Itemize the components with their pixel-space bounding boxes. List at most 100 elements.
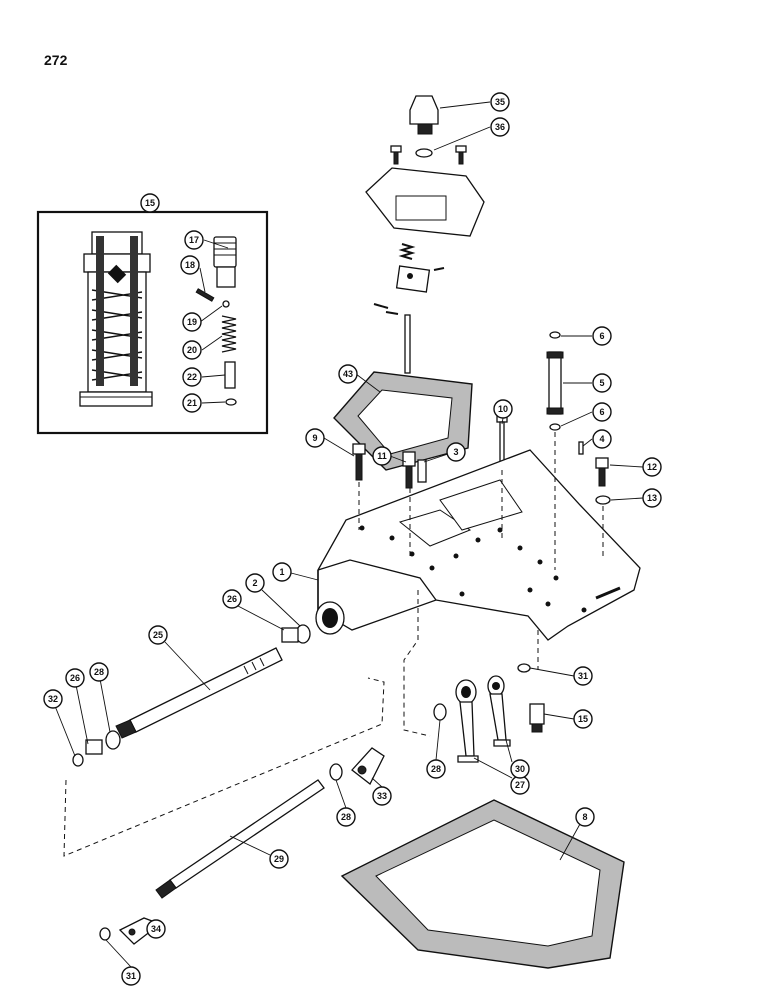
callout-28-left: 28 <box>89 662 109 682</box>
callout-5: 5 <box>592 373 612 393</box>
part-15-valve <box>529 703 545 733</box>
svg-text:9: 9 <box>312 433 317 443</box>
svg-text:8: 8 <box>582 812 587 822</box>
part-33-lever <box>351 747 385 785</box>
svg-text:5: 5 <box>599 378 604 388</box>
part-26-bushing-lower <box>85 739 103 755</box>
svg-text:15: 15 <box>145 198 155 208</box>
callout-21: 21 <box>182 393 202 413</box>
callout-19: 19 <box>182 312 202 332</box>
svg-text:12: 12 <box>647 462 657 472</box>
part-25-shaft <box>115 647 283 739</box>
svg-text:18: 18 <box>185 260 195 270</box>
callout-2: 2 <box>245 573 265 593</box>
callouts: 35 36 15 17 18 19 20 22 21 6 5 43 10 6 4… <box>43 92 662 986</box>
cover-plate <box>365 167 485 237</box>
svg-text:25: 25 <box>153 630 163 640</box>
valve-cross-section <box>79 231 153 407</box>
callout-10: 10 <box>493 399 513 419</box>
callout-18: 18 <box>180 255 200 275</box>
page-number: 272 <box>44 52 68 68</box>
svg-text:6: 6 <box>599 331 604 341</box>
svg-text:28: 28 <box>431 764 441 774</box>
svg-text:36: 36 <box>495 122 505 132</box>
callout-27: 27 <box>510 775 530 795</box>
callout-26-lower: 26 <box>65 668 85 688</box>
svg-text:4: 4 <box>599 434 604 444</box>
part-29-shaft <box>155 779 325 899</box>
part-27-lever <box>455 679 479 763</box>
part-28-clip-upper <box>105 730 121 750</box>
part-1-housing <box>315 449 641 641</box>
svg-text:2: 2 <box>252 578 257 588</box>
callout-31-right: 31 <box>573 666 593 686</box>
callout-20: 20 <box>182 340 202 360</box>
cover-assembly <box>365 95 485 374</box>
svg-text:3: 3 <box>453 447 458 457</box>
callout-29: 29 <box>269 849 289 869</box>
callout-6-top: 6 <box>592 326 612 346</box>
svg-text:43: 43 <box>343 369 353 379</box>
callout-13: 13 <box>642 488 662 508</box>
svg-text:19: 19 <box>187 317 197 327</box>
part-8-gasket <box>340 799 625 969</box>
part-28-clip-mid <box>433 703 447 721</box>
svg-text:29: 29 <box>274 854 284 864</box>
svg-text:11: 11 <box>377 451 387 461</box>
callout-15-inset: 15 <box>140 193 160 213</box>
callout-6-mid: 6 <box>592 402 612 422</box>
svg-text:28: 28 <box>94 667 104 677</box>
part-43-gasket <box>333 371 473 471</box>
callout-25: 25 <box>148 625 168 645</box>
callout-32: 32 <box>43 689 63 709</box>
svg-text:33: 33 <box>377 791 387 801</box>
part-22-plunger <box>224 361 236 389</box>
svg-text:35: 35 <box>495 97 505 107</box>
svg-text:20: 20 <box>187 345 197 355</box>
callout-31-lower: 31 <box>121 966 141 986</box>
callout-36: 36 <box>490 117 510 137</box>
callout-8: 8 <box>575 807 595 827</box>
svg-text:34: 34 <box>151 924 161 934</box>
callout-11: 11 <box>372 446 392 466</box>
callout-3: 3 <box>446 442 466 462</box>
svg-text:22: 22 <box>187 372 197 382</box>
callout-4: 4 <box>592 429 612 449</box>
part-19-ball <box>222 300 230 308</box>
alignment-lines <box>63 432 604 857</box>
svg-text:10: 10 <box>498 404 508 414</box>
svg-text:30: 30 <box>515 764 525 774</box>
svg-text:32: 32 <box>48 694 58 704</box>
svg-text:26: 26 <box>227 594 237 604</box>
callout-22: 22 <box>182 367 202 387</box>
part-32-ring <box>72 753 84 767</box>
svg-text:15: 15 <box>578 714 588 724</box>
svg-text:17: 17 <box>189 235 199 245</box>
callout-30: 30 <box>510 759 530 779</box>
valve-detail-inset <box>36 210 269 435</box>
part-31-ring-upper <box>517 663 531 673</box>
callout-17: 17 <box>184 230 204 250</box>
callout-1: 1 <box>272 562 292 582</box>
part-5-tube <box>546 331 584 455</box>
svg-text:31: 31 <box>578 671 588 681</box>
part-18-pin <box>195 288 215 302</box>
callout-15-right: 15 <box>573 709 593 729</box>
svg-text:28: 28 <box>341 812 351 822</box>
callout-26-upper: 26 <box>222 589 242 609</box>
part-30-lever <box>487 675 511 747</box>
callout-33: 33 <box>372 786 392 806</box>
svg-text:31: 31 <box>126 971 136 981</box>
svg-text:26: 26 <box>70 673 80 683</box>
part-20-spring <box>221 315 237 353</box>
part-31-ring-lower <box>99 927 111 941</box>
part-36-washer <box>415 148 433 158</box>
svg-text:6: 6 <box>599 407 604 417</box>
svg-text:27: 27 <box>515 780 525 790</box>
callout-9: 9 <box>305 428 325 448</box>
callout-28-lower: 28 <box>336 807 356 827</box>
svg-text:21: 21 <box>187 398 197 408</box>
callout-28-mid: 28 <box>426 759 446 779</box>
callout-35: 35 <box>490 92 510 112</box>
